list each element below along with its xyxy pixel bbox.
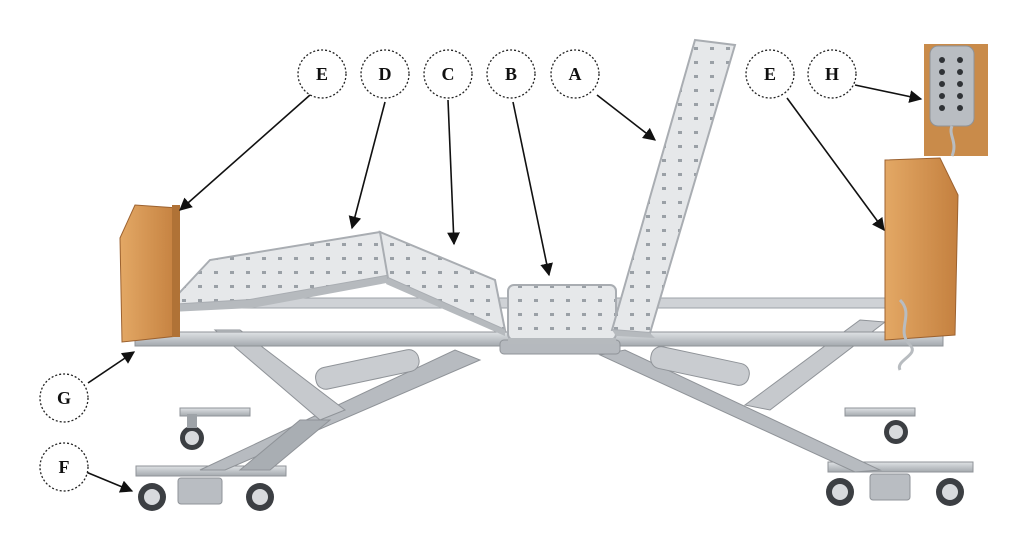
svg-text:E: E xyxy=(764,64,776,84)
scissor-lift-left xyxy=(199,329,482,471)
svg-text:C: C xyxy=(442,64,455,84)
caster-right-front xyxy=(826,461,974,506)
svg-text:A: A xyxy=(569,64,582,84)
arrow-b xyxy=(512,101,553,277)
svg-text:G: G xyxy=(57,388,71,408)
backrest-section-panel xyxy=(610,38,737,338)
arrow-e-right xyxy=(786,97,885,232)
svg-text:H: H xyxy=(825,64,839,84)
arrow-c xyxy=(447,99,460,246)
leader-lines xyxy=(85,84,923,493)
callout-f: F xyxy=(39,442,89,492)
bed-illustration xyxy=(119,38,988,511)
caster-left-front xyxy=(135,465,287,511)
arrow-d xyxy=(348,101,386,230)
callout-b: B xyxy=(486,49,536,99)
caster-left-rear xyxy=(179,407,251,450)
callout-d: D xyxy=(360,49,410,99)
callout-a: A xyxy=(550,49,600,99)
svg-text:E: E xyxy=(316,64,328,84)
callout-c: C xyxy=(423,49,473,99)
callout-h: H xyxy=(807,49,857,99)
callout-e-left: E xyxy=(297,49,347,99)
callout-g: G xyxy=(39,373,89,423)
arrow-e-left xyxy=(179,94,311,211)
arrow-a xyxy=(596,94,657,141)
caster-right-rear xyxy=(844,407,916,444)
arrow-g xyxy=(87,351,136,384)
arrow-f xyxy=(85,471,134,493)
hand-remote-inset xyxy=(924,44,988,157)
footboard-left xyxy=(119,204,180,343)
headboard-right xyxy=(884,157,959,341)
svg-text:F: F xyxy=(59,457,70,477)
remote-cable xyxy=(897,298,914,371)
svg-text:D: D xyxy=(379,64,392,84)
callout-labels: E D C B A E H G xyxy=(39,49,857,492)
callout-e-right: E xyxy=(745,49,795,99)
knee-section-panel xyxy=(378,230,507,336)
seat-section-panel xyxy=(507,284,617,344)
svg-text:B: B xyxy=(505,64,517,84)
arrow-h xyxy=(854,84,923,103)
